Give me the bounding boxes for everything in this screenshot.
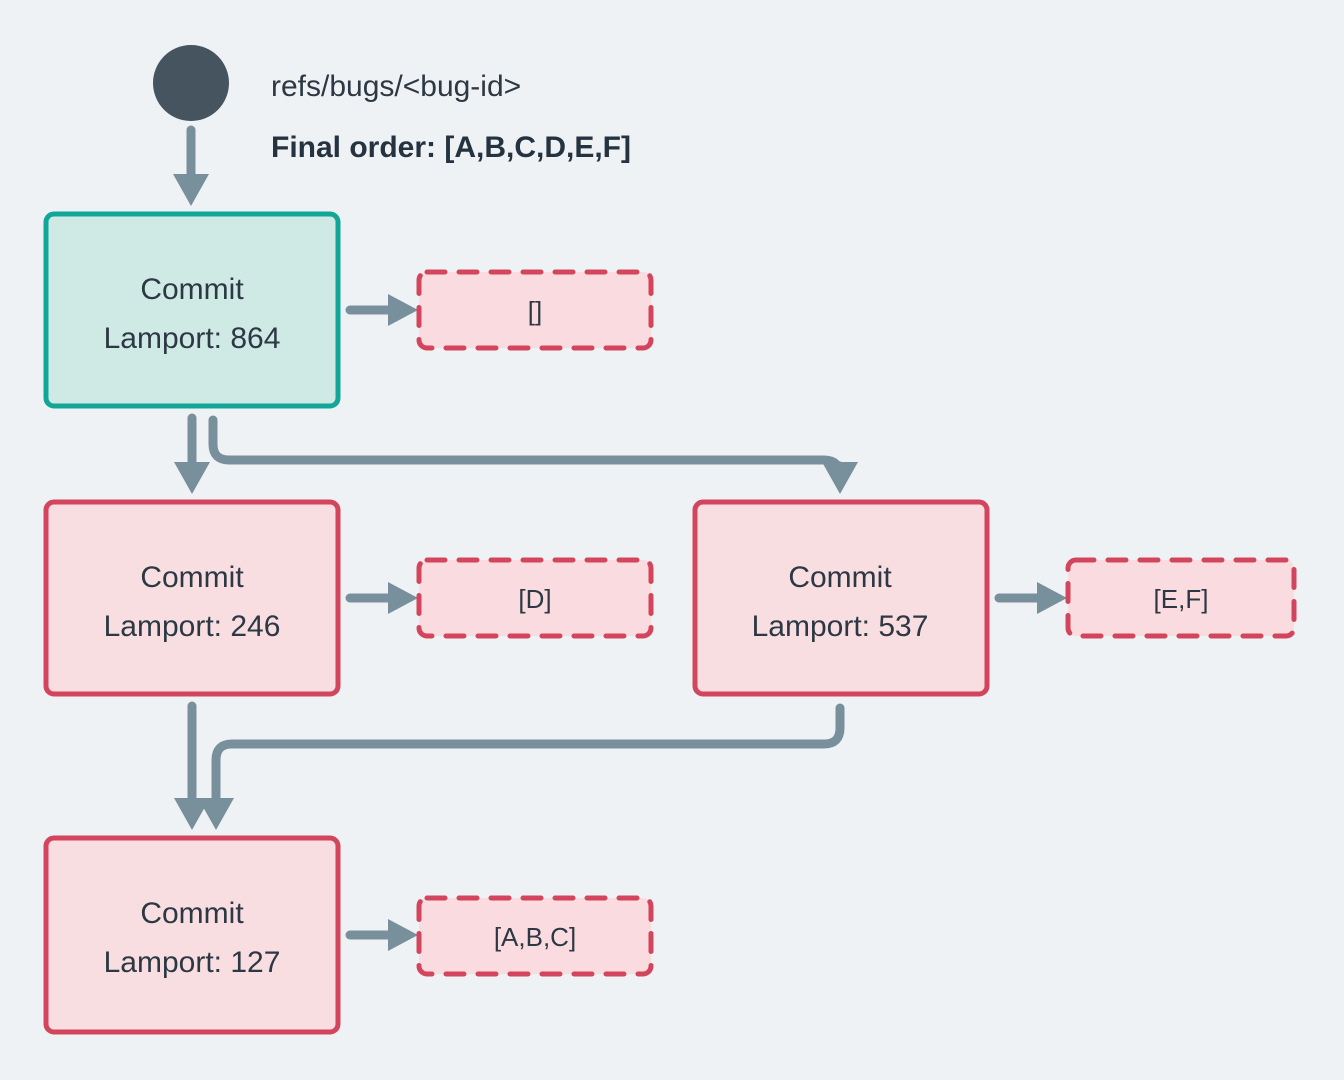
- commit-node-127[interactable]: [43, 835, 341, 1035]
- edge-head-to-864: [173, 125, 209, 206]
- edge-246-to-buffer: [345, 582, 418, 614]
- buffer-127[interactable]: [416, 895, 654, 977]
- branch-head-node[interactable]: [153, 45, 229, 121]
- commit-864-lamport: Lamport: 864: [104, 322, 281, 355]
- commit-246-title: Commit: [140, 561, 244, 594]
- buffer-246-label: [D]: [518, 584, 551, 614]
- buffer-864-label: []: [528, 296, 542, 326]
- buffer-246[interactable]: [416, 557, 654, 639]
- buffer-864[interactable]: [416, 269, 654, 351]
- commit-246-lamport: Lamport: 246: [104, 610, 281, 643]
- edge-864-to-buffer: [345, 294, 418, 326]
- edge-537-to-127: [198, 703, 845, 830]
- final-order-label: Final order: [A,B,C,D,E,F]: [271, 131, 631, 164]
- commit-node-537[interactable]: [692, 499, 990, 697]
- buffer-537-label: [E,F]: [1154, 584, 1209, 614]
- edge-127-to-buffer: [345, 919, 418, 951]
- commit-node-864[interactable]: [43, 211, 341, 409]
- edge-864-to-537: [208, 415, 858, 494]
- commit-864-title: Commit: [140, 273, 244, 306]
- edge-246-to-127: [174, 701, 210, 830]
- commit-node-246[interactable]: [43, 499, 341, 697]
- commit-537-lamport: Lamport: 537: [752, 610, 929, 643]
- buffer-537[interactable]: [1065, 557, 1297, 639]
- commit-537-title: Commit: [788, 561, 892, 594]
- buffer-127-label: [A,B,C]: [494, 922, 576, 952]
- commit-127-title: Commit: [140, 897, 244, 930]
- edge-537-to-buffer: [994, 582, 1067, 614]
- commit-127-lamport: Lamport: 127: [104, 946, 281, 979]
- edge-864-to-246: [174, 413, 210, 494]
- branch-ref-label: refs/bugs/<bug-id>: [271, 70, 521, 103]
